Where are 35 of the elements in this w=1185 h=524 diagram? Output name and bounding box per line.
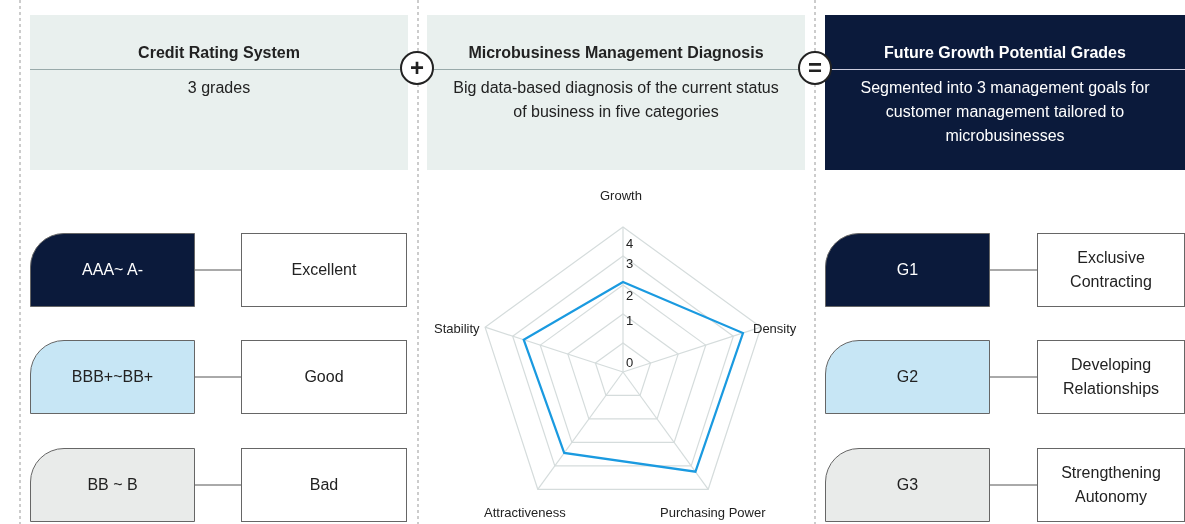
grade-tab: AAA~ A- <box>30 233 195 307</box>
axis-label: Stability <box>434 321 480 336</box>
grade-tab: BBB+~BB+ <box>30 340 195 414</box>
grade-tab: G3 <box>825 448 990 522</box>
result-box: Exclusive Contracting <box>1037 233 1185 307</box>
panel-title: Future Growth Potential Grades <box>825 15 1185 70</box>
grade-tab: G1 <box>825 233 990 307</box>
result-box: Excellent <box>241 233 407 307</box>
tick-label: 2 <box>626 288 634 303</box>
tick-label: 1 <box>626 313 634 328</box>
axis-label: Purchasing Power <box>660 505 766 520</box>
connector-line <box>989 484 1038 486</box>
tick-label: 4 <box>626 236 634 251</box>
connector-line <box>194 484 242 486</box>
result-box: Bad <box>241 448 407 522</box>
header-panel <box>30 15 408 170</box>
result-box: Strengthening Autonomy <box>1037 448 1185 522</box>
grade-tab: BB ~ B <box>30 448 195 522</box>
connector-line <box>989 269 1038 271</box>
connector-line <box>989 376 1038 378</box>
grade-tab: G2 <box>825 340 990 414</box>
result-box: Good <box>241 340 407 414</box>
connector-line <box>194 376 242 378</box>
axis-label: Growth <box>600 188 642 203</box>
tick-label: 3 <box>626 256 634 271</box>
header-panel <box>825 15 1185 170</box>
axis-label: Density <box>753 321 797 336</box>
connector-line <box>194 269 242 271</box>
panel-description: Segmented into 3 management goals for customer management tailored to microbusinesses <box>859 78 1151 146</box>
panel-description: Big data-based diagnosis of the current status of business in five categories <box>452 78 780 122</box>
result-box: Developing Relationships <box>1037 340 1185 414</box>
tick-label: 0 <box>626 355 634 370</box>
axis-label: Attractiveness <box>484 505 566 520</box>
header-panel <box>427 15 805 170</box>
panel-description: 3 grades <box>186 78 252 98</box>
